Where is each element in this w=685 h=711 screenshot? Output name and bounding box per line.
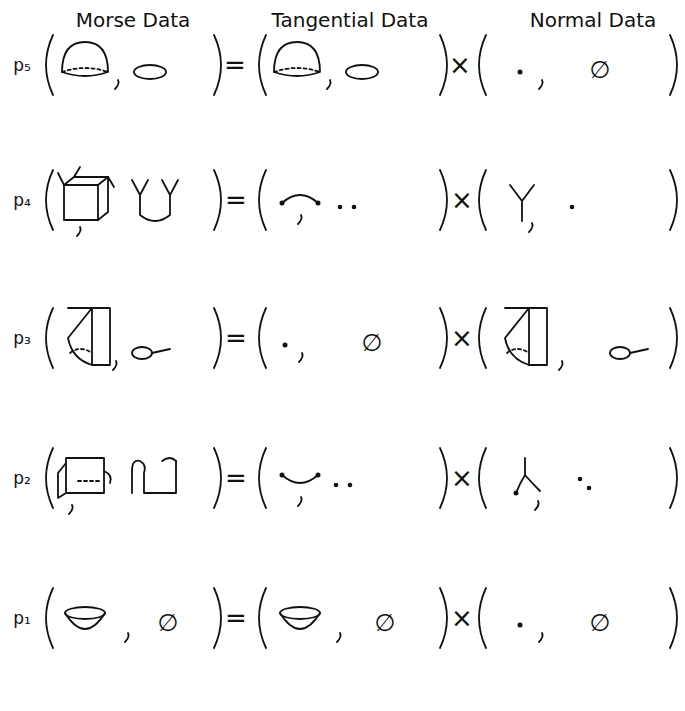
row-label: p₅ (13, 56, 31, 75)
times-sign: × (451, 186, 473, 215)
times-sign: × (451, 324, 473, 353)
times-sign: × (451, 604, 473, 633)
row-label: p₃ (13, 329, 31, 348)
row-p2 (46, 448, 677, 514)
equals-sign: = (224, 51, 246, 80)
empty-set: ∅ (375, 610, 396, 636)
row-p1 (46, 588, 677, 648)
empty-set: ∅ (590, 57, 611, 83)
row-label: p₂ (13, 469, 31, 488)
equals-sign: = (225, 186, 247, 215)
row-p3 (46, 308, 677, 370)
empty-set: ∅ (158, 610, 179, 636)
column-header: Normal Data (530, 9, 656, 31)
times-sign: × (449, 51, 471, 80)
equals-sign: = (225, 464, 247, 493)
empty-set: ∅ (590, 610, 611, 636)
row-label: p₁ (13, 609, 31, 628)
column-header: Tangential Data (272, 9, 429, 31)
column-header: Morse Data (76, 9, 191, 31)
row-label: p₄ (13, 191, 31, 210)
empty-set: ∅ (362, 330, 383, 356)
row-p4 (46, 167, 677, 236)
times-sign: × (451, 464, 473, 493)
equals-sign: = (225, 324, 247, 353)
row-p5 (46, 35, 677, 95)
equals-sign: = (225, 604, 247, 633)
